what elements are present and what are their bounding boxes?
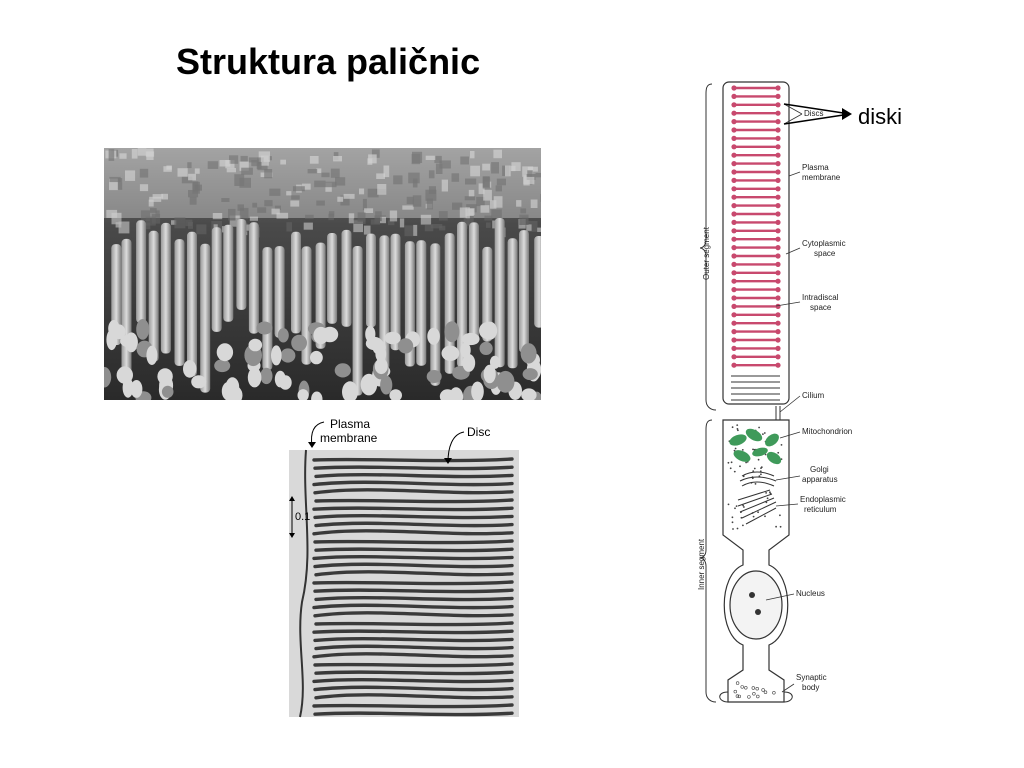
cilium bbox=[731, 375, 781, 420]
inner-segment-brace bbox=[699, 419, 717, 703]
endoplasmic-reticulum bbox=[737, 489, 777, 525]
intradiscal-space-label-1: Intradiscal bbox=[802, 293, 839, 302]
sem-image bbox=[104, 148, 541, 400]
cilium-label: Cilium bbox=[802, 391, 825, 400]
plasma-membrane-label-2: membrane bbox=[802, 173, 841, 182]
golgi-label-2: apparatus bbox=[802, 475, 838, 484]
tem-plasma-label-1: Plasma bbox=[330, 417, 370, 431]
rod-sem-micrograph bbox=[104, 148, 541, 400]
disc-stack bbox=[731, 85, 781, 368]
synaptic-label-1: Synaptic bbox=[796, 673, 827, 682]
rod-diagram-svg: Outer segment Inner segment Discs Plasma… bbox=[697, 81, 852, 703]
diski-callout: diski bbox=[858, 104, 903, 129]
synaptic-label-2: body bbox=[802, 683, 819, 692]
inner-segment-label: Inner segment bbox=[697, 538, 706, 590]
diski-pointer-1 bbox=[783, 113, 851, 125]
tem-image: Plasma membrane Disc 0.1 bbox=[262, 402, 536, 727]
plasma-membrane-label-1: Plasma bbox=[802, 163, 829, 172]
intradiscal-space-label-2: space bbox=[810, 303, 832, 312]
nucleus-label: Nucleus bbox=[796, 589, 825, 598]
mitochondria bbox=[729, 428, 782, 465]
cytoplasmic-space-label-2: space bbox=[814, 249, 836, 258]
er-label-2: reticulum bbox=[804, 505, 837, 514]
diski-pointer-2 bbox=[783, 103, 851, 115]
golgi-apparatus bbox=[739, 471, 777, 487]
cytoplasmic-space-label-1: Cytoplasmic bbox=[802, 239, 846, 248]
er-label-1: Endoplasmic bbox=[800, 495, 846, 504]
outer-segment-brace bbox=[699, 83, 717, 411]
discs-label: Discs bbox=[804, 109, 824, 118]
tem-plasma-label-2: membrane bbox=[320, 431, 378, 445]
rod-cell-diagram: Outer segment Inner segment Discs Plasma… bbox=[676, 80, 926, 712]
slide-title: Struktura paličnic bbox=[176, 41, 481, 82]
synaptic-body bbox=[719, 691, 793, 703]
nucleus bbox=[729, 570, 783, 640]
mitochondrion-label: Mitochondrion bbox=[802, 427, 852, 436]
outer-segment-label: Outer segment bbox=[702, 226, 711, 280]
golgi-label-1: Golgi bbox=[810, 465, 829, 474]
tem-disc-label: Disc bbox=[467, 425, 490, 439]
disc-tem-micrograph: Plasma membrane Disc 0.1 bbox=[262, 402, 536, 727]
tem-scale-label: 0.1 bbox=[295, 511, 310, 523]
